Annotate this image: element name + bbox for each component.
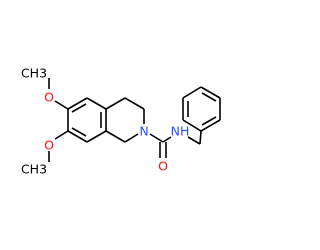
bond-c-o-top	[54, 100, 69, 110]
bond-ph-6	[200, 119, 221, 132]
atom-label-oxygen-bottom: O	[44, 138, 54, 153]
atom-label-carbonyl-oxygen: O	[158, 159, 168, 174]
bond-ring-a5	[67, 130, 88, 143]
bonds-layer	[48, 78, 221, 162]
molecule-canvas: CH3 O O CH3 N NH O	[20, 65, 221, 177]
atom-label-methyl-top: CH3	[21, 66, 47, 81]
bond-ch2-ring	[105, 130, 126, 143]
atom-label-oxygen-top: O	[44, 90, 54, 105]
bond-ring-a5-inner	[71, 127, 87, 137]
bond-ph-1	[182, 119, 202, 132]
bond-ph-6-inner	[201, 116, 217, 126]
bond-ring-a2	[86, 97, 107, 110]
bond-ph-4-inner	[201, 92, 217, 102]
bond-ph-3	[182, 86, 202, 99]
atom-label-ring-nitrogen: N	[139, 124, 148, 139]
bond-nh-ch2	[187, 136, 201, 145]
bond-n-carbonyl	[149, 133, 164, 143]
bond-ch2-ch2	[124, 97, 145, 110]
bond-ring-a4	[86, 130, 107, 143]
bond-c-o-bottom	[54, 130, 69, 140]
atom-label-methyl-bottom: CH3	[21, 162, 47, 177]
bond-n-ch2	[124, 133, 139, 143]
bond-ring-a1	[67, 97, 88, 110]
bond-ph-4	[200, 86, 221, 99]
molecule-structure: CH3 O O CH3 N NH O	[21, 66, 221, 177]
atom-labels: CH3 O O CH3 N NH O	[21, 66, 189, 177]
bond-ring-a1-inner	[71, 103, 87, 113]
bond-ch2-phenyl	[199, 130, 202, 145]
bond-carbonyl-nh	[162, 136, 172, 143]
atom-label-amide-nh: NH	[171, 124, 190, 139]
bond-ch2-top	[105, 97, 126, 110]
